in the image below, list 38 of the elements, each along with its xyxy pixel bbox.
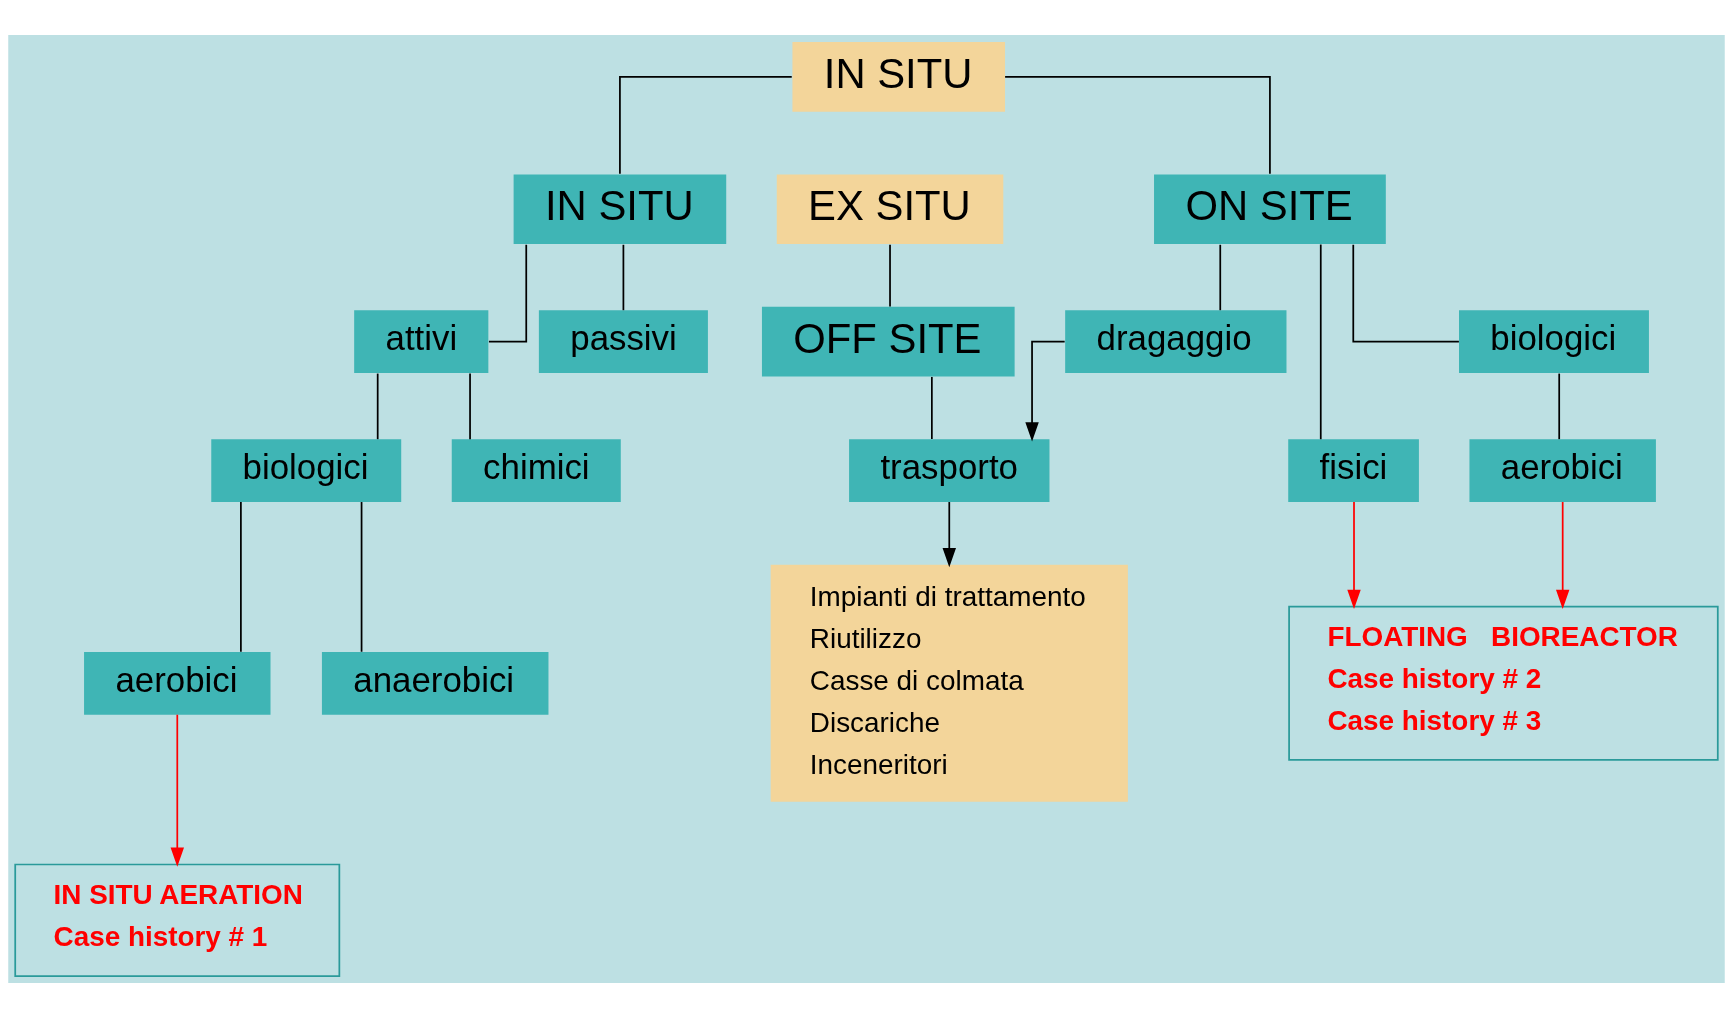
node-box: aerobici [84, 651, 271, 715]
arrow [942, 500, 956, 567]
node-box: OFF SITE [761, 306, 1015, 377]
connector [1558, 372, 1561, 440]
connector [488, 243, 528, 343]
connector [619, 75, 793, 175]
node-box: EX SITU [776, 173, 1004, 244]
node-box: passivi [538, 309, 708, 373]
node-box: chimici [451, 438, 621, 502]
node-box: anaerobici [321, 651, 549, 715]
node-box: IN SITU [792, 41, 1006, 112]
connector [376, 372, 379, 440]
arrow [170, 713, 184, 867]
connector [469, 372, 471, 440]
connector [360, 500, 363, 653]
connector [622, 243, 625, 311]
node-box: aerobici [1469, 438, 1656, 502]
connector [1319, 243, 1322, 440]
node-box: dragaggio [1065, 309, 1287, 373]
node-box: trasporto [849, 438, 1050, 502]
connector [931, 375, 933, 440]
arrow [1347, 500, 1361, 609]
node-box: biologici [211, 438, 402, 502]
node-box: IN SITU [513, 173, 727, 244]
node-box: FLOATING BIOREACTOR Case history # 2 Case history # 3 [1288, 605, 1719, 761]
arrow [1025, 340, 1066, 441]
node-box: biologici [1459, 309, 1649, 373]
connector [889, 243, 891, 307]
arrow [1555, 500, 1570, 609]
connector [1352, 243, 1460, 343]
node-box: ON SITE [1154, 173, 1386, 244]
connector [240, 500, 242, 653]
node-box: fisici [1288, 438, 1419, 502]
node-box: Impianti di trattamento Riutilizzo Casse di colmata Discariche Inceneritori [770, 564, 1128, 802]
connector [1004, 75, 1271, 175]
node-box: IN SITU AERATION Case history # 1 [14, 863, 341, 977]
node-box: attivi [354, 309, 489, 373]
connector [1219, 243, 1222, 311]
